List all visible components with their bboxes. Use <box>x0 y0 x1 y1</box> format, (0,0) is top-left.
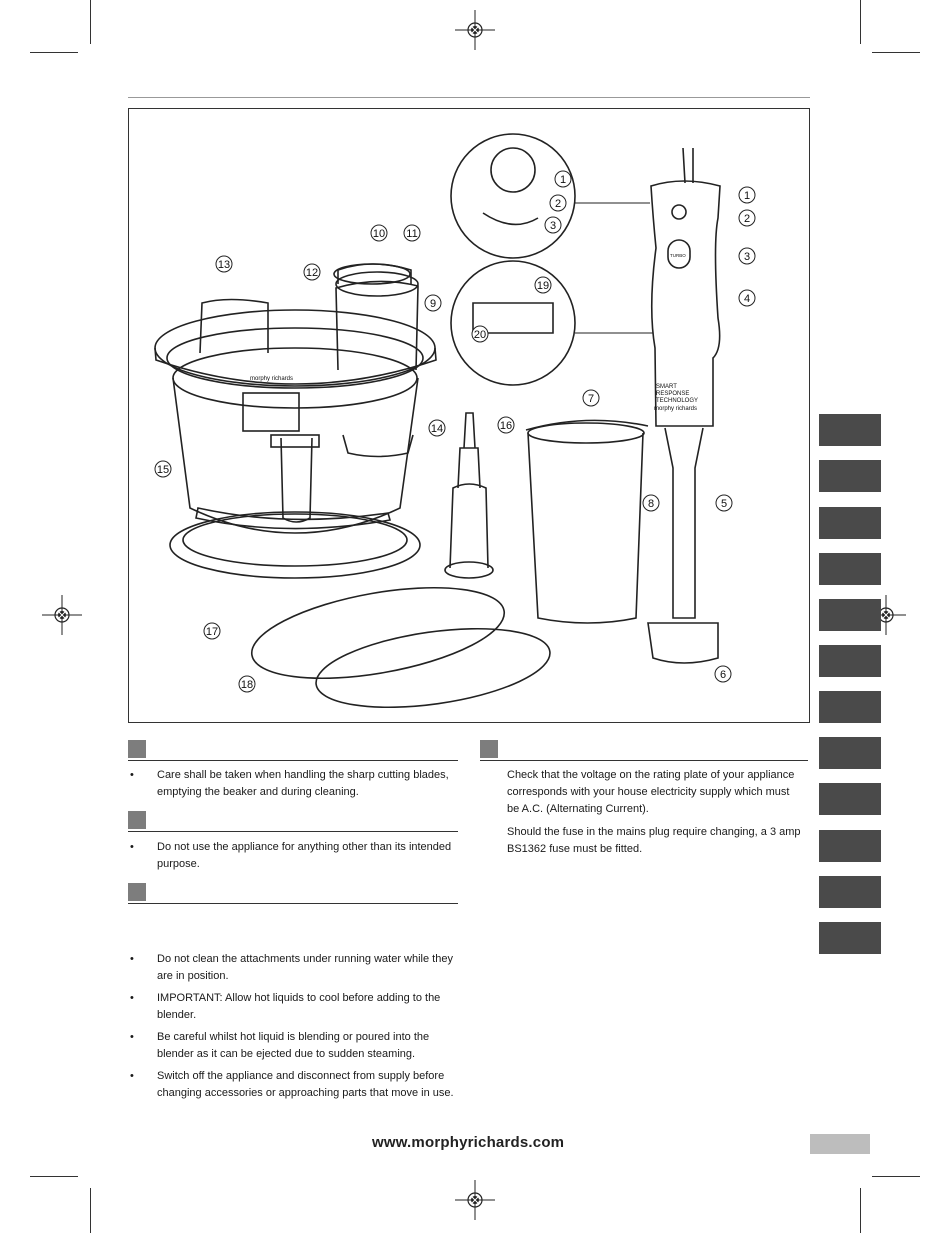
paragraph: Check that the voltage on the rating pla… <box>507 769 795 815</box>
bullet-dot: • <box>130 953 134 965</box>
callout: 14 <box>431 423 443 435</box>
side-tab[interactable] <box>819 507 881 539</box>
callout: 17 <box>206 626 218 638</box>
spindle <box>449 483 489 569</box>
callout: 11 <box>406 228 417 240</box>
blade-shaft <box>280 437 313 523</box>
side-tab[interactable] <box>819 876 881 908</box>
feed-tube-large <box>335 280 419 371</box>
registration-mark-left <box>42 595 82 635</box>
blender-handle <box>650 180 721 427</box>
callout: 3 <box>550 220 556 232</box>
callout: 18 <box>241 679 253 691</box>
callout: 10 <box>373 228 385 240</box>
callout: 6 <box>720 669 726 681</box>
side-tab[interactable] <box>819 830 881 862</box>
bullet-dot: • <box>130 841 134 853</box>
side-tab[interactable] <box>819 414 881 446</box>
registration-mark-top <box>455 10 495 50</box>
side-tab[interactable] <box>819 645 881 677</box>
side-tab[interactable] <box>819 691 881 723</box>
crop-mark <box>90 1188 91 1233</box>
side-tab[interactable] <box>819 553 881 585</box>
turbo-label: TURBO <box>670 253 686 258</box>
crop-mark <box>872 52 920 53</box>
footer-url[interactable]: www.morphyrichards.com <box>372 1134 565 1151</box>
parts-diagram: 1 2 3 1 2 3 4 5 6 7 8 9 10 11 12 13 14 1… <box>128 108 810 723</box>
bowl-latch <box>242 392 300 432</box>
side-tab[interactable] <box>819 460 881 492</box>
section-marker <box>128 883 146 901</box>
paragraph: Should the fuse in the mains plug requir… <box>507 826 801 855</box>
crop-mark <box>860 0 861 44</box>
callout: 2 <box>744 213 750 225</box>
page-number-box <box>810 1134 870 1154</box>
bullet-text: Be careful whilst hot liquid is blending… <box>157 1031 430 1060</box>
callout: 15 <box>157 464 169 476</box>
blender-cord <box>682 147 694 184</box>
callout: 1 <box>560 174 566 186</box>
callout: 3 <box>744 251 750 263</box>
bullet-dot: • <box>130 1031 134 1043</box>
section-marker <box>128 740 146 758</box>
feed-tube-small <box>199 298 269 354</box>
crop-mark <box>30 52 78 53</box>
bullet-text: Switch off the appliance and disconnect … <box>157 1070 454 1099</box>
callout: 7 <box>588 393 594 405</box>
section-marker <box>128 811 146 829</box>
crop-mark <box>90 0 91 44</box>
side-tab[interactable] <box>819 737 881 769</box>
section-heading <box>480 738 808 761</box>
callout: 12 <box>306 267 318 279</box>
callout: 16 <box>500 420 512 432</box>
callout: 4 <box>744 293 750 305</box>
crop-mark <box>872 1176 920 1177</box>
blade <box>195 507 392 530</box>
side-tab[interactable] <box>819 922 881 954</box>
handle-logo-line: TECHNOLOGY <box>656 398 698 404</box>
callout: 9 <box>430 298 436 310</box>
bowl <box>172 377 419 534</box>
bullet-text: IMPORTANT: Allow hot liquids to cool bef… <box>157 992 441 1021</box>
handle-logo-line: SMART <box>656 384 677 390</box>
callout: 1 <box>744 190 750 202</box>
section-marker <box>480 740 498 758</box>
bullet-dot: • <box>130 992 134 1004</box>
bullet-text: Do not use the appliance for anything ot… <box>157 841 452 870</box>
section-heading <box>128 738 458 761</box>
callout: 2 <box>555 198 561 210</box>
side-tab[interactable] <box>819 599 881 631</box>
bowl-brand-label: morphy richards <box>250 376 293 382</box>
bullet-text: Do not clean the attachments under runni… <box>157 953 453 982</box>
handle-brand-label: morphy richards <box>654 406 697 412</box>
crop-mark <box>30 1176 78 1177</box>
bullet-text: Care shall be taken when handling the sh… <box>157 769 449 798</box>
blender-foot <box>647 622 719 664</box>
callout: 13 <box>218 259 230 271</box>
zoom-controls <box>450 133 576 259</box>
callout: 20 <box>474 329 486 341</box>
bullet-dot: • <box>130 769 134 781</box>
section-heading <box>128 809 458 832</box>
blender-shaft <box>664 427 704 619</box>
side-tab[interactable] <box>819 783 881 815</box>
callout: 8 <box>648 498 654 510</box>
crop-mark <box>860 1188 861 1233</box>
slicing-disc <box>250 586 506 680</box>
section-heading <box>128 881 458 904</box>
header-rule <box>128 97 810 98</box>
registration-mark-bottom <box>455 1180 495 1220</box>
callout: 19 <box>537 280 549 292</box>
grating-disc <box>315 627 551 709</box>
handle-logo-line: RESPONSE <box>656 391 689 397</box>
callout: 5 <box>721 498 727 510</box>
zoom-release <box>450 260 576 386</box>
beaker <box>527 432 644 624</box>
bullet-dot: • <box>130 1070 134 1082</box>
bowl-base-ring <box>169 511 421 579</box>
